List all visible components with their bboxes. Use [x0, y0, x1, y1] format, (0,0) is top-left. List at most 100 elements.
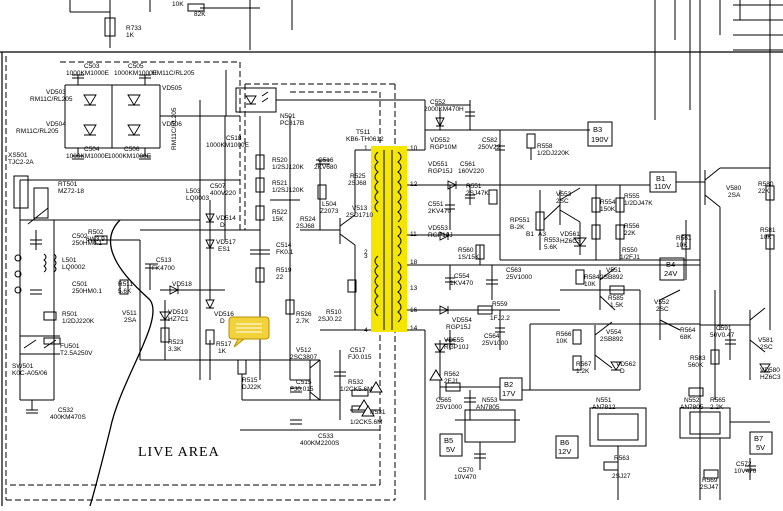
- label-r553-value: 5.6K: [544, 244, 558, 251]
- label-r561-value: 10K: [676, 242, 688, 249]
- label-c515: C515: [296, 379, 312, 386]
- label-xs501: XS501: [8, 152, 28, 159]
- label-c516: C516: [318, 157, 334, 164]
- label-r556-value: 22K: [624, 230, 636, 237]
- label-c516-value: 2KV680: [314, 164, 338, 171]
- box-b3-value: 190V: [591, 135, 609, 144]
- label-c502-value: 250HM0.1: [72, 240, 102, 247]
- secondary-wiring: [390, 99, 775, 500]
- box-b4-value: 24V: [664, 269, 677, 278]
- label-c564-value: 25V1000: [482, 340, 508, 347]
- label-v551-value: 2SB892: [600, 274, 624, 281]
- label-vd555-value: RGP10J: [444, 344, 469, 351]
- label-c517-value: FJ0.015: [348, 354, 372, 361]
- label-vd519-value: HZ7C1: [168, 316, 189, 323]
- label-r515: R515: [242, 377, 258, 384]
- label-rm11c-top: RM11C/RL205: [152, 70, 195, 77]
- label-r519-value: 22: [276, 274, 284, 281]
- ic-n553-part: AN7805: [476, 404, 500, 411]
- label-c570: C570: [458, 467, 474, 474]
- label-rt501-value: MZ72-18: [58, 188, 84, 195]
- label-r522: R522: [272, 209, 288, 216]
- label-c501: C501: [72, 281, 88, 288]
- ic-n553-ref: N553: [482, 397, 498, 404]
- label-r510: R510: [326, 309, 342, 316]
- label-r558: R558: [537, 143, 553, 150]
- label-c564: C564: [484, 333, 500, 340]
- label-rm11c-c: RM11C/RL205: [171, 107, 178, 150]
- label-l501: L501: [62, 257, 77, 264]
- label-c563-value: 25V1000: [506, 274, 532, 281]
- box-b6-label: B6: [560, 438, 569, 447]
- label-c501-value: 250HM0.1: [72, 288, 102, 295]
- label-c518-value: 1000KM1000E: [206, 142, 250, 149]
- label-c517: C517: [350, 347, 366, 354]
- label-c505: C505: [128, 63, 144, 70]
- label-r733-value: 1K: [126, 32, 135, 39]
- box-b7-label: B7: [754, 434, 763, 443]
- label-r551-value: 2SJ47K: [466, 190, 489, 197]
- label-v553-value: 2SC: [556, 198, 569, 205]
- label-r523: R523: [168, 339, 184, 346]
- label-r562: R562: [444, 371, 460, 378]
- label-r524-value: 2SJ68: [296, 223, 315, 230]
- label-rt501: RT501: [58, 181, 78, 188]
- label-fu501-value: T2.5A250V: [60, 350, 93, 357]
- ic-n501-ref: N501: [280, 113, 296, 120]
- label-v512-value: 2SC3807: [290, 354, 317, 361]
- label-c504: C504: [84, 146, 100, 153]
- label-r526: R526: [296, 311, 312, 318]
- live-area-label: LIVE AREA: [138, 445, 220, 460]
- optocoupler: [235, 87, 390, 113]
- label-vd580: VD580: [760, 367, 780, 374]
- label-r564: R564: [680, 327, 696, 334]
- label-r553: R553: [544, 237, 560, 244]
- label-r566-value: 10K: [556, 338, 568, 345]
- label-vd553-value: RGP10J: [428, 232, 453, 239]
- label-vd553: VD553: [428, 225, 448, 232]
- label-rp551: RP551: [510, 217, 530, 224]
- box-b5-label: B5: [444, 436, 453, 445]
- svg-text:16: 16: [410, 307, 418, 314]
- label-r564-value: 68K: [680, 334, 692, 341]
- label-r556: R556: [624, 223, 640, 230]
- svg-text:13: 13: [410, 285, 418, 292]
- label-v554: V554: [606, 329, 622, 336]
- box-b6-value: 12V: [558, 447, 571, 456]
- ic-n551-part: AN7812: [592, 404, 616, 411]
- svg-text:10: 10: [410, 145, 418, 152]
- label-r510-value: 2SJ0.22: [318, 316, 342, 323]
- bridge-rectifier: [64, 70, 240, 230]
- label-r526-value: 2.7K: [296, 318, 310, 325]
- label-c515-value: FJ0.015: [290, 386, 314, 393]
- label-r532: R532: [348, 379, 364, 386]
- label-c570-value: 10V470: [454, 474, 477, 481]
- label-xs501-value: TJC2-2A: [8, 159, 34, 166]
- label-v580-value: 2SA: [728, 192, 741, 199]
- ic-n552-ref: N552: [684, 397, 700, 404]
- label-c505-value: 1000KM1000E: [114, 70, 158, 77]
- transformer-pins: 1 2 3 4 10 12 11 18 13 16 14: [364, 145, 418, 334]
- label-vd504: VD504: [46, 121, 66, 128]
- label-r584-value: 10K: [584, 281, 596, 288]
- svg-text:14: 14: [410, 325, 418, 332]
- label-r569: R569: [702, 477, 718, 484]
- box-b4-label: B4: [666, 260, 675, 269]
- label-c551: C551: [428, 201, 444, 208]
- label-rm11c-b: RM11C/RL205: [16, 128, 59, 135]
- label-r531-value: 1/2CK5.6M: [350, 419, 383, 426]
- ic-n552-part: AN7805: [680, 404, 704, 411]
- label-vd552-value: RGP10M: [430, 144, 457, 151]
- label-r521: R521: [272, 180, 288, 187]
- label-top-82k: 82K: [194, 11, 206, 18]
- label-r524: R524: [300, 216, 316, 223]
- ic-n551-ref: N551: [596, 397, 612, 404]
- label-vd552: VD552: [430, 137, 450, 144]
- label-l504-value: Z2073: [320, 208, 339, 215]
- label-a3-dim: A3: [538, 231, 546, 238]
- freehand-curve: [89, 219, 154, 507]
- label-r554: R554: [600, 199, 616, 206]
- label-vd516: VD516: [214, 311, 234, 318]
- label-r522-value: 15K: [272, 216, 284, 223]
